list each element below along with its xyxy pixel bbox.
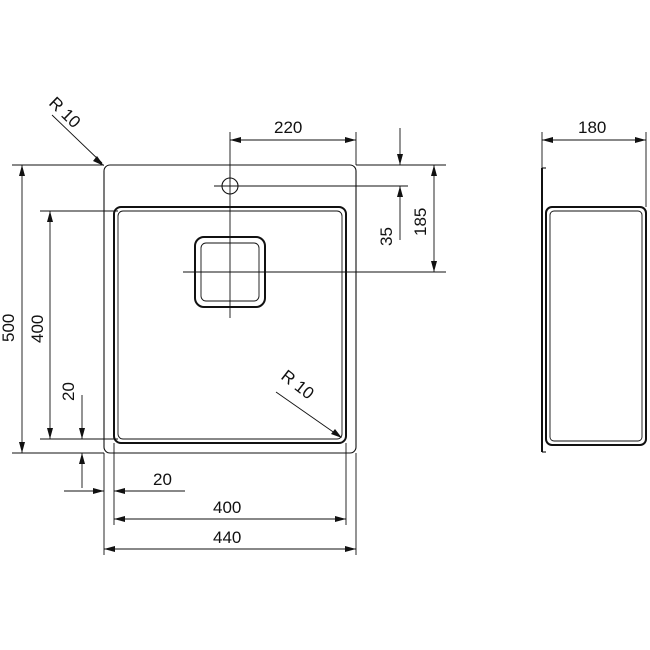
label-220: 220 <box>274 118 302 137</box>
label-500: 500 <box>0 314 18 342</box>
outer-radius-leader <box>51 114 103 164</box>
label-400-vertical: 400 <box>28 315 47 343</box>
label-185: 185 <box>411 208 430 236</box>
label-440: 440 <box>213 528 241 547</box>
side-bowl-inner <box>549 210 643 442</box>
label-radius-outer: R 10 <box>45 93 84 132</box>
label-400-horizontal: 400 <box>213 498 241 517</box>
label-35: 35 <box>377 227 396 246</box>
label-180: 180 <box>578 118 606 137</box>
label-20-horizontal: 20 <box>153 470 172 489</box>
side-bowl-outer <box>545 206 647 446</box>
sink-top-view <box>103 164 357 454</box>
sink-side-view <box>541 132 647 453</box>
label-20-vertical: 20 <box>59 382 78 401</box>
dimension-lines <box>12 114 446 555</box>
inner-radius-leader <box>275 391 340 437</box>
dimension-labels: R 10 220 180 35 185 500 400 20 R 10 20 4… <box>0 93 606 547</box>
